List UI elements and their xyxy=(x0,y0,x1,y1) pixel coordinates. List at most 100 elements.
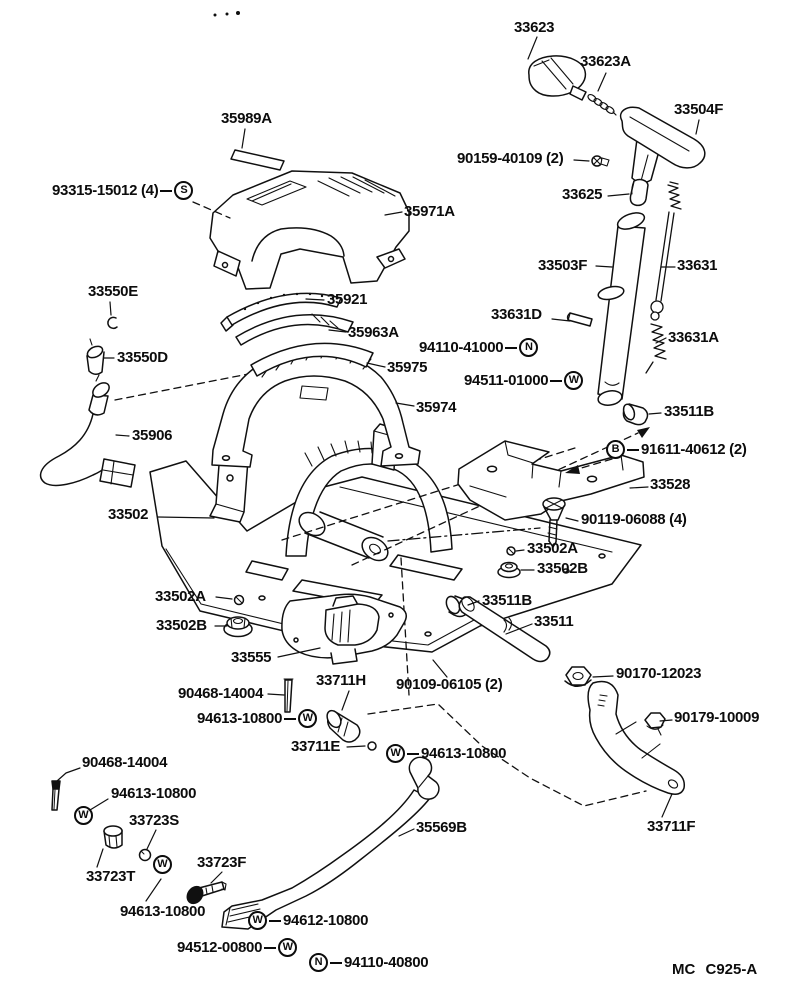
part-number: 94613-10800 xyxy=(111,785,197,802)
part-label-33502: 33502 xyxy=(108,506,149,523)
part-label-33502b: 33502B xyxy=(537,560,588,577)
part-label-33555: 33555 xyxy=(231,649,272,666)
part-label-33711h: 33711H xyxy=(316,672,366,689)
fastener-symbol-w-icon: W xyxy=(564,371,584,390)
part-number: 90468-14004 xyxy=(178,685,264,702)
part-number: 93315-15012 (4) xyxy=(52,182,159,199)
part-number: 33631D xyxy=(491,306,542,323)
figure-code: MC C925-A xyxy=(672,961,758,978)
part-number: 94110-40800 xyxy=(344,954,429,971)
fastener-symbol-w-icon: W xyxy=(248,911,267,930)
plug-33502A-right-part xyxy=(506,546,516,556)
part-label-93315-15012-4-: 93315-15012 (4) S xyxy=(52,181,194,200)
part-label-90159-40109-2-: 90159-40109 (2) xyxy=(457,150,564,167)
bushing-33550D-part xyxy=(86,338,105,375)
part-number: 35906 xyxy=(132,427,173,444)
part-label-33550e: 33550E xyxy=(88,283,138,300)
part-label-33623: 33623 xyxy=(514,19,555,36)
fastener-symbol-s-icon: S xyxy=(174,181,194,200)
callout-dash xyxy=(505,346,518,349)
part-number: 35569B xyxy=(416,819,467,836)
part-label-94613-10800: 94613-10800 xyxy=(111,785,196,802)
part-number: 90109-06105 (2) xyxy=(396,676,503,693)
part-number: 90170-12023 xyxy=(616,665,702,682)
part-number: 33502B xyxy=(537,560,588,577)
part-label-35569b: 35569B xyxy=(416,819,467,836)
part-label-33502b: 33502B xyxy=(156,617,207,634)
callout-dash xyxy=(330,961,342,964)
part-number: 33503F xyxy=(538,257,588,274)
part-number: 33550E xyxy=(88,283,138,300)
shift-cover-35971A-part xyxy=(209,170,410,290)
callout-dash xyxy=(284,717,297,720)
part-number: 94612-10800 xyxy=(283,912,369,929)
part-label-35963a: 35963A xyxy=(348,324,399,341)
part-number: 33502A xyxy=(527,540,578,557)
part-label-35971a: 35971A xyxy=(404,203,455,220)
part-label-90179-10009: 90179-10009 xyxy=(674,709,759,726)
shift-rod-33631-part xyxy=(650,181,682,321)
part-number: 33711H xyxy=(316,672,366,689)
part-number: 35921 xyxy=(327,291,368,308)
position-plate-35963A-part xyxy=(235,313,354,346)
part-number: 33502A xyxy=(155,588,206,605)
bushing-33511B-upper-part xyxy=(622,403,649,426)
part-label-94110-40800: N 94110-40800 xyxy=(309,953,429,972)
shift-lever-handle-33504F-part xyxy=(619,106,706,184)
part-label-33711e: 33711E xyxy=(291,738,340,755)
part-number: 33623A xyxy=(580,53,631,70)
lever-rod-33511-part xyxy=(458,596,551,663)
part-number: 33711F xyxy=(647,818,696,835)
handle-screw-90159-part xyxy=(591,155,610,167)
position-plate-35921-part xyxy=(220,292,342,332)
arrowheads xyxy=(565,427,650,474)
part-label-33504f: 33504F xyxy=(674,101,723,118)
part-number: 94613-10800 xyxy=(421,745,507,762)
screw-90119-part xyxy=(542,497,566,548)
part-label-90109-06105-2-: 90109-06105 (2) xyxy=(396,676,503,693)
part-label-90468-14004: 90468-14004 xyxy=(82,754,167,771)
shift-knob-button-33623-part xyxy=(528,55,587,101)
plug-33502A-left-part xyxy=(233,594,245,606)
page-marks xyxy=(213,11,240,17)
part-label-90170-12023: 90170-12023 xyxy=(616,665,701,682)
part-label-33528: 33528 xyxy=(650,476,691,493)
part-label-94613-10800: 94613-10800 xyxy=(120,903,205,920)
shift-boot-plate-33555-part xyxy=(281,593,407,665)
callout-dash xyxy=(407,752,419,755)
part-number: 33550D xyxy=(117,349,168,366)
part-label-33631: 33631 xyxy=(677,257,718,274)
bolt-90179-part xyxy=(644,712,666,736)
part-number: 94110-41000 xyxy=(419,339,504,356)
callout-dash xyxy=(627,448,639,451)
part-label-35906: 35906 xyxy=(132,427,173,444)
part-number: 33504F xyxy=(674,101,724,118)
knob-spring-33623A-part xyxy=(587,93,617,116)
part-number: 90159-40109 (2) xyxy=(457,150,564,167)
fastener-symbol-b-icon: B xyxy=(606,440,625,459)
shift-link-rod-35569B-part xyxy=(221,756,440,930)
part-label-33511b: 33511B xyxy=(664,403,714,420)
fastener-symbol-n-icon: N xyxy=(519,338,539,357)
part-label-33711f: 33711F xyxy=(647,818,696,835)
part-label-33723s: 33723S xyxy=(129,812,179,829)
shift-lock-cable-35906-part xyxy=(39,374,136,488)
rod-pin-33631D-part xyxy=(566,312,593,327)
part-number: 33511B xyxy=(664,403,714,420)
grommet-33502B-right-part xyxy=(497,561,521,579)
support-bracket-33528-part xyxy=(457,440,645,521)
part-number: 33631A xyxy=(668,329,719,346)
callout-dash xyxy=(550,379,563,382)
part-label-33502a: 33502A xyxy=(527,540,578,557)
fastener-symbol-n-icon: N xyxy=(309,953,328,972)
part-label-35989a: 35989A xyxy=(221,110,272,127)
part-number: 33631 xyxy=(677,257,718,274)
part-number: 33723T xyxy=(86,868,136,885)
callout-dash xyxy=(269,919,281,922)
part-number: 94511-01000 xyxy=(464,372,549,389)
part-number: 90119-06088 (4) xyxy=(581,511,687,528)
grommet-33502B-left-part xyxy=(223,616,253,638)
